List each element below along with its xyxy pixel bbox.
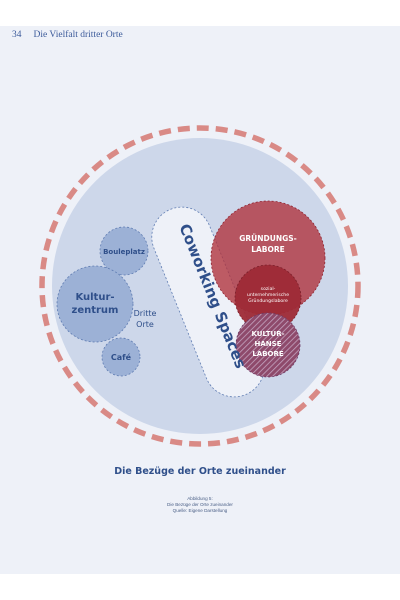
figure-caption: Abbildung 5: Die Bezüge der Orte zueinan… [0,496,400,514]
page-number: 34 [12,30,22,40]
outer-dashed-ring [39,125,361,447]
dritte-orte-label-line1: Dritte [134,309,157,318]
gruendungslabore-label-line1: GRÜNDUNGS- [239,234,297,243]
sozial-label-line2: unternehmerische [247,292,289,298]
running-head: 34 Die Vielfalt dritter Orte [12,30,123,40]
kulturhanse-label-line2: HANSE [255,340,282,348]
gruendungslabore-label-line2: LABORE [251,245,285,254]
page: 34 Die Vielfalt dritter Orte Coworking [0,26,400,574]
sozial-label-line3: Gründungslabore [248,298,288,304]
kulturzentrum-label-line1: Kultur- [75,292,114,303]
kulturzentrum-label-line2: zentrum [72,305,119,316]
kulturhanse-label-line1: KULTUR- [251,330,284,338]
kulturhanse-label-line3: LABORE [252,350,284,358]
caption-line-1: Abbildung 5: [187,496,213,501]
diagram-title: Die Bezüge der Orte zueinander [114,466,286,477]
kulturhanse-circle [235,312,301,378]
venn-diagram: Coworking Spaces Bouleplatz Kultur- zent… [39,125,361,447]
caption-line-3: Quelle: Eigene Darstellung [172,508,228,513]
kulturzentrum-circle [56,265,134,343]
cafe-label: Café [111,352,132,362]
bouleplatz-circle [99,226,149,276]
dritte-orte-label-line2: Orte [136,320,154,329]
sozial-circle [234,264,302,332]
chapter-title: Die Vielfalt dritter Orte [33,30,123,40]
cafe-circle [101,337,141,377]
caption-line-2: Die Bezüge der Orte zueinander [167,502,233,507]
bouleplatz-label: Bouleplatz [103,248,145,256]
sozial-label-line1: sozial- [261,286,276,292]
